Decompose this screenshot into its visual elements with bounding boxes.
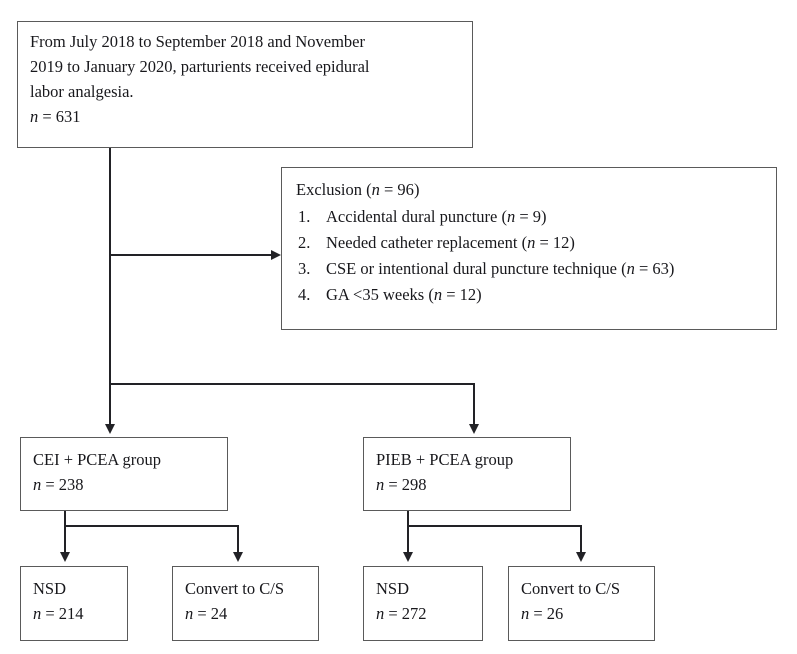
connector-cei-cs-drop [237,525,239,553]
list-item: 1. Accidental dural puncture (n = 9) [296,204,766,229]
enrollment-line-1: From July 2018 to September 2018 and Nov… [30,32,365,51]
group-n: n = 238 [33,472,217,497]
n-symbol: n [371,180,380,199]
item-text: Accidental dural puncture ( [326,207,507,227]
group-label: PIEB + PCEA group [376,450,514,469]
outcome-label: NSD [376,579,410,598]
connector-pieb-cs-drop [580,525,582,553]
n-symbol: n [527,233,536,253]
item-number: 4. [298,285,311,305]
connector-cei-stem [64,511,66,527]
n-value: = 238 [45,475,84,495]
n-value: = 298 [388,475,427,495]
arrowhead-pieb-cs [576,552,586,562]
arrowhead-cei-nsd [60,552,70,562]
list-item: 2. Needed catheter replacement (n = 12) [296,230,766,255]
pieb-pcea-group-box: PIEB + PCEA group n = 298 [363,437,571,511]
connector-to-exclusion [109,254,273,256]
n-value: = 12 [446,285,477,305]
pieb-convert-cs-box: Convert to C/S n = 26 [508,566,655,641]
connector-pieb-stem [407,511,409,527]
item-suffix: ) [541,207,547,227]
outcome-n: n = 214 [33,601,119,626]
n-symbol: n [521,604,530,624]
n-value: = 9 [519,207,542,227]
item-number: 2. [298,233,311,253]
n-symbol: n [376,475,385,495]
n-value: = 63 [638,259,669,279]
n-symbol: n [433,285,443,305]
exclusion-box: Exclusion (n = 96) 1.Accidental dural pu… [281,167,777,330]
enrollment-n: n = 631 [30,104,462,129]
group-label: CEI + PCEA group [33,450,162,469]
outcome-n: n = 24 [185,601,310,626]
exclusion-title: Exclusion (n = 96) [296,177,766,202]
outcome-label: Convert to C/S [521,579,621,598]
arrowhead-pieb-nsd [403,552,413,562]
n-symbol: n [185,604,194,624]
n-value: = 631 [42,107,81,127]
arrowhead-group-left [105,424,115,434]
item-number: 1. [298,207,311,227]
enrollment-line-3: labor analgesia. [30,82,134,102]
connector-cei-split-bar [64,525,239,527]
group-n: n = 298 [376,472,560,497]
arrowhead-group-right [469,424,479,434]
pieb-nsd-box: NSD n = 272 [363,566,483,641]
n-value: = 272 [388,604,427,624]
outcome-label: Convert to C/S [185,579,285,598]
outcome-label: NSD [33,579,67,598]
arrowhead-to-exclusion [271,250,281,260]
connector-pieb-split-bar [407,525,582,527]
n-value: = 214 [45,604,84,624]
n-value: = 12 [539,233,570,253]
connector-enrollment-trunk [109,100,111,385]
connector-group-right-drop [473,383,475,425]
connector-group-split-bar [109,383,475,385]
cei-nsd-box: NSD n = 214 [20,566,128,641]
n-symbol: n [33,475,42,495]
cei-convert-cs-box: Convert to C/S n = 24 [172,566,319,641]
enrollment-line-2: 2019 to January 2020, parturients receiv… [30,57,370,77]
item-text: CSE or intentional dural puncture techni… [326,259,627,279]
exclusion-title-suffix: ) [413,180,420,199]
exclusion-reason-list: 1.Accidental dural puncture (n = 9) 2.Ne… [296,204,766,307]
n-symbol: n [376,604,385,624]
list-item: 4. GA <35 weeks (n = 12) [296,282,766,307]
item-text: Needed catheter replacement ( [326,233,528,253]
list-item: 3. CSE or intentional dural puncture tech… [296,256,766,281]
item-text: GA <35 weeks ( [326,285,434,305]
connector-cei-nsd-drop [64,525,66,553]
item-suffix: ) [569,233,575,253]
item-number: 3. [298,259,311,279]
connector-pieb-nsd-drop [407,525,409,553]
exclusion-title-prefix: Exclusion ( [296,180,372,199]
outcome-n: n = 272 [376,601,474,626]
item-suffix: ) [668,259,675,279]
n-value: = 96 [384,180,414,199]
item-suffix: ) [476,285,482,305]
n-value: = 24 [197,604,228,624]
enrollment-box: From July 2018 to September 2018 and Nov… [17,21,473,148]
n-symbol: n [30,107,39,127]
n-symbol: n [33,604,42,624]
connector-group-left-drop [109,383,111,425]
n-symbol: n [506,207,516,227]
arrowhead-cei-cs [233,552,243,562]
n-symbol: n [626,259,635,279]
cei-pcea-group-box: CEI + PCEA group n = 238 [20,437,228,511]
outcome-n: n = 26 [521,601,646,626]
n-value: = 26 [533,604,564,624]
